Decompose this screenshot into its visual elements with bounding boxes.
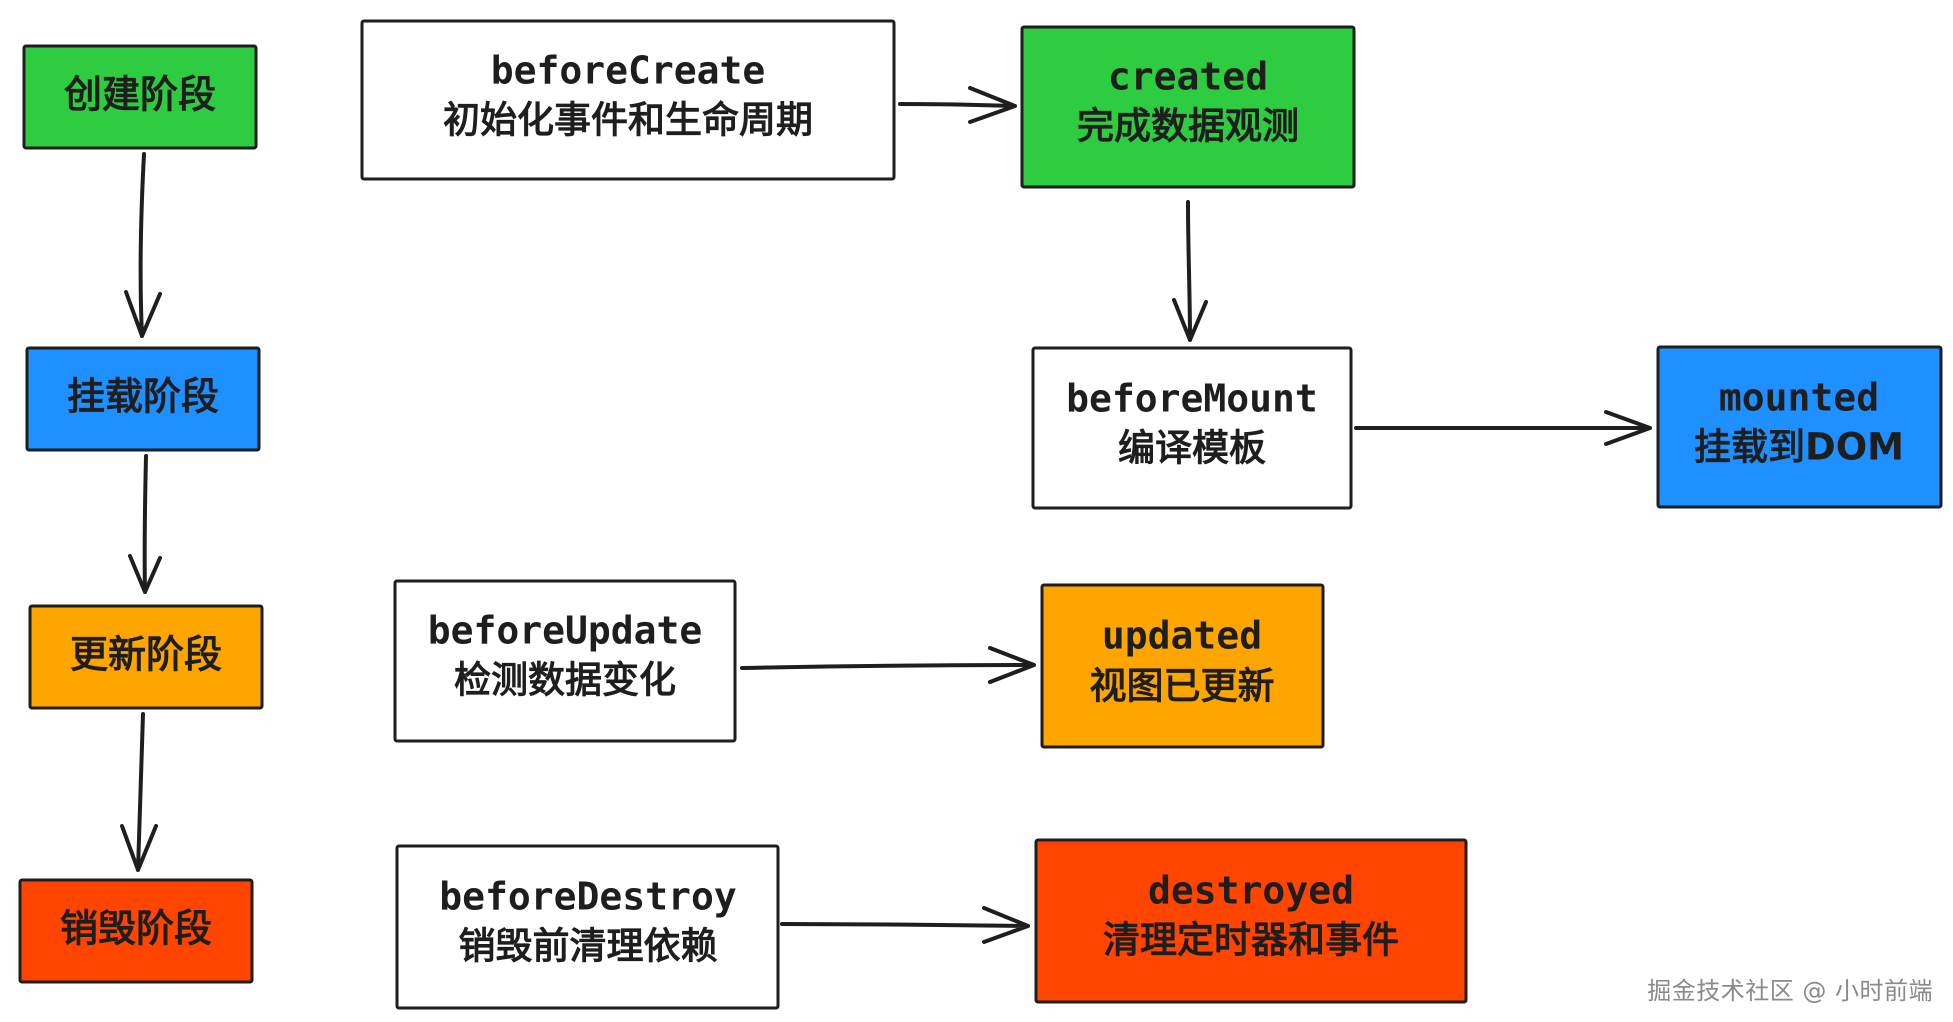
hook-beforeupdate-box [393, 579, 737, 743]
stage-update-label: 更新阶段 [70, 633, 222, 677]
arrow-beforecreate-to-created [898, 86, 1017, 124]
hook-updated-name: updated [1102, 614, 1262, 658]
arrow-create-to-mount [124, 152, 162, 338]
hook-beforedestroy-box [395, 844, 780, 1010]
stage-mount: 挂载阶段 [25, 346, 261, 452]
stage-mount-box [25, 346, 261, 452]
hook-beforemount-desc: 编译模板 [1118, 427, 1266, 470]
hook-beforemount-name: beforeMount [1066, 377, 1318, 421]
stage-create-label: 创建阶段 [64, 73, 216, 117]
stage-update-box [28, 604, 264, 710]
hook-updated: updated 视图已更新 [1040, 583, 1325, 749]
stage-destroy-box [18, 878, 254, 984]
stage-update: 更新阶段 [28, 604, 264, 710]
watermark-text: 掘金技术社区 @ 小时前端 [1647, 977, 1933, 1005]
stage-destroy-label: 销毁阶段 [60, 907, 212, 951]
hook-beforecreate-desc: 初始化事件和生命周期 [443, 99, 813, 142]
stage-create-box [22, 44, 258, 150]
hook-mounted-desc: 挂载到DOM [1694, 426, 1904, 469]
hook-beforeupdate: beforeUpdate 检测数据变化 [393, 579, 737, 743]
hook-destroyed: destroyed 清理定时器和事件 [1034, 838, 1468, 1004]
hook-beforeupdate-desc: 检测数据变化 [454, 659, 676, 702]
hook-beforedestroy: beforeDestroy 销毁前清理依赖 [395, 844, 780, 1010]
hook-beforecreate-name: beforeCreate [491, 49, 766, 93]
arrow-mount-to-update [128, 454, 162, 594]
arrow-created-to-beforemount [1172, 200, 1208, 342]
hook-beforecreate-box [360, 19, 896, 181]
hook-created-desc: 完成数据观测 [1077, 105, 1299, 148]
hook-created-box [1020, 25, 1356, 189]
stage-create: 创建阶段 [22, 44, 258, 150]
hook-beforedestroy-desc: 销毁前清理依赖 [459, 925, 718, 968]
hook-mounted-box [1656, 345, 1943, 509]
arrow-beforemount-to-mounted [1354, 410, 1652, 446]
hook-beforedestroy-name: beforeDestroy [439, 875, 736, 919]
stage-mount-label: 挂载阶段 [67, 375, 219, 419]
hook-beforeupdate-name: beforeUpdate [428, 609, 703, 653]
hook-created-name: created [1108, 55, 1268, 99]
hook-destroyed-desc: 清理定时器和事件 [1103, 919, 1399, 962]
stage-destroy: 销毁阶段 [18, 878, 254, 984]
hook-destroyed-name: destroyed [1148, 869, 1354, 913]
hook-beforemount-box [1031, 346, 1353, 510]
hook-created: created 完成数据观测 [1020, 25, 1356, 189]
arrow-beforeupdate-to-updated [740, 646, 1036, 684]
hook-beforemount: beforeMount 编译模板 [1031, 346, 1353, 510]
hook-mounted-name: mounted [1719, 376, 1879, 420]
hook-updated-box [1040, 583, 1325, 749]
hook-beforecreate: beforeCreate 初始化事件和生命周期 [360, 19, 896, 181]
hook-destroyed-box [1034, 838, 1468, 1004]
arrow-beforedestroy-to-destroyed [780, 906, 1030, 944]
arrow-update-to-destroy [120, 712, 158, 872]
hook-updated-desc: 视图已更新 [1090, 665, 1275, 708]
hook-mounted: mounted 挂载到DOM [1656, 345, 1943, 509]
